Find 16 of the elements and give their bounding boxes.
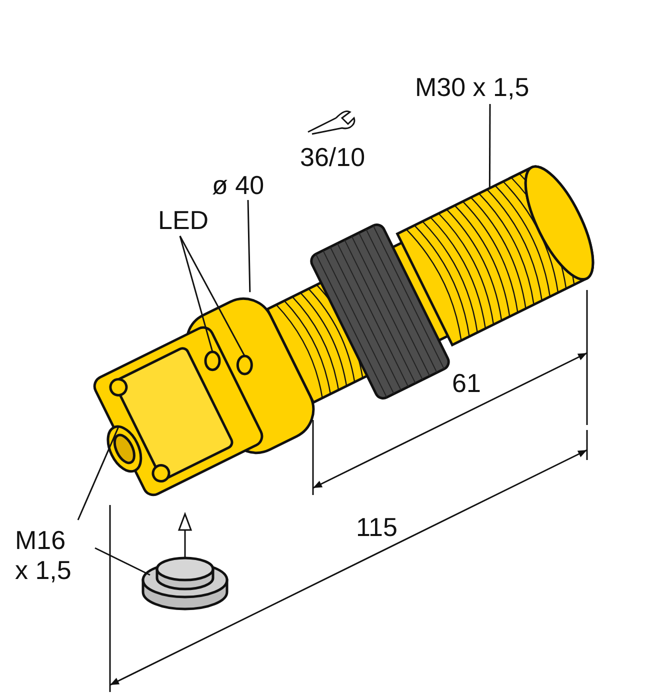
led-label: LED xyxy=(158,205,209,235)
thread-size-label: M30 x 1,5 xyxy=(415,72,530,102)
leader-line xyxy=(179,236,246,356)
dimension-label: 61 xyxy=(452,368,481,398)
thread-size-label: M16 x 1,5 xyxy=(15,525,85,585)
led-indicator xyxy=(236,354,253,376)
leader-line xyxy=(179,236,214,352)
led-indicator xyxy=(204,350,221,372)
diameter-label: ø 40 xyxy=(212,170,264,200)
cap-drawing xyxy=(142,556,228,610)
leader-line xyxy=(94,547,150,576)
leader-line xyxy=(247,200,251,292)
leader-line xyxy=(488,104,491,188)
leader-line xyxy=(77,427,119,520)
dimension-label: 115 xyxy=(356,512,398,542)
wrench-size-label: 36/10 xyxy=(300,142,366,172)
